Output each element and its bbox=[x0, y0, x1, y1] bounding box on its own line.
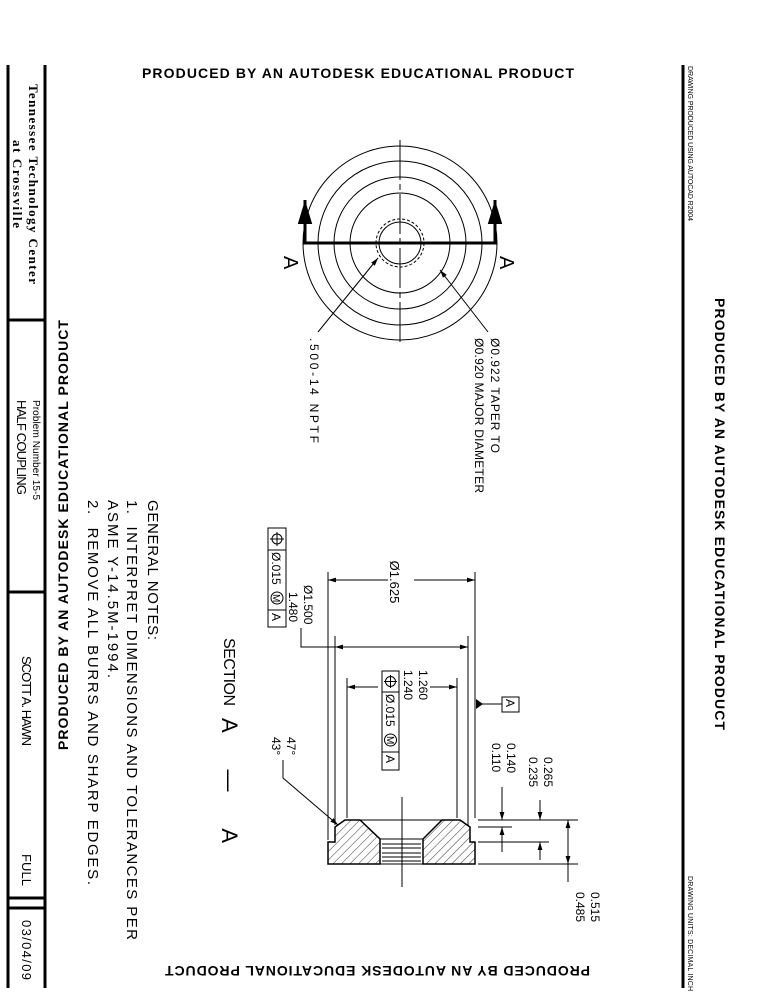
datum-label: A bbox=[503, 699, 517, 707]
dim-bore-upper: 1.260 bbox=[416, 670, 430, 700]
software-note: DRAWING PRODUCED USING AUTOCAD R2004 bbox=[686, 66, 693, 221]
dim-bore-lower: 1.240 bbox=[401, 670, 415, 700]
drawing-date: 03/04/09 bbox=[19, 920, 34, 980]
dim-height-upper: 0.515 bbox=[588, 892, 602, 922]
watermark-right: PRODUCED BY AN AUTODESK EDUCATIONAL PROD… bbox=[712, 298, 728, 730]
section-letters: A — A bbox=[217, 718, 242, 843]
dim-pilot-lower: 1.480 bbox=[286, 592, 300, 622]
thread-callout: .500-14 NPTF bbox=[307, 338, 321, 443]
watermark-bottom: PRODUCED BY AN AUTODESK EDUCATIONAL PROD… bbox=[165, 963, 590, 979]
fcf-datum: A bbox=[383, 755, 397, 763]
fcf-tolerance: Ø.015 bbox=[269, 552, 283, 585]
fcf-tolerance: Ø.015 bbox=[383, 694, 397, 727]
feature-control-frame-bore: Ø.015 M A bbox=[381, 670, 400, 771]
dim-step-lower: 0.110 bbox=[489, 743, 503, 772]
fcf-modifier: M bbox=[270, 594, 281, 602]
watermark-left: PRODUCED BY AN AUTODESK EDUCATIONAL PROD… bbox=[55, 320, 71, 750]
part-name: HALF COUPLING bbox=[14, 400, 29, 495]
note-1-line-2: ASME Y-14.5M-1994. bbox=[104, 500, 121, 678]
sheet-border bbox=[6, 65, 685, 988]
school-name: Tennessee Technology Center bbox=[26, 84, 41, 284]
position-icon bbox=[384, 675, 397, 688]
drawn-by: SCOTT A. HAWN bbox=[19, 656, 34, 746]
taper-note-line2: Ø0.920 MAJOR DIAMETER bbox=[472, 338, 486, 493]
units-note: DRAWING UNITS: DECIMAL INCH bbox=[686, 876, 693, 991]
school-location: at Crossville bbox=[10, 140, 25, 228]
dim-flange-upper: 0.265 bbox=[541, 757, 555, 787]
problem-number: Problem Number 15-5 bbox=[30, 400, 41, 500]
section-label: SECTION bbox=[220, 638, 237, 706]
note-2: 2. REMOVE ALL BURRS AND SHARP EDGES. bbox=[84, 500, 101, 885]
notes-heading: GENERAL NOTES: bbox=[144, 500, 161, 640]
dim-height-lower: 0.485 bbox=[573, 892, 587, 922]
section-letter-left: A bbox=[279, 256, 301, 270]
fcf-modifier: M bbox=[384, 736, 395, 744]
section-letter-right: A bbox=[495, 256, 517, 270]
angle-lower: 43° bbox=[269, 737, 283, 755]
section-view bbox=[282, 572, 578, 887]
note-1-line-1: 1. INTERPRET DIMENSIONS AND TOLERANCES P… bbox=[123, 500, 140, 940]
dim-flange-lower: 0.235 bbox=[526, 757, 540, 787]
dim-od: Ø1.625 bbox=[387, 561, 402, 604]
feature-control-frame-pilot: Ø.015 M A bbox=[267, 527, 287, 628]
angle-upper: 47° bbox=[284, 737, 298, 755]
position-icon bbox=[270, 532, 284, 546]
taper-note-line1: Ø0.922 TAPER TO bbox=[488, 338, 502, 453]
dim-step-upper: 0.140 bbox=[504, 743, 518, 773]
watermark-top: PRODUCED BY AN AUTODESK EDUCATIONAL PROD… bbox=[142, 65, 574, 81]
drawing-scale: FULL bbox=[19, 854, 34, 886]
top-view bbox=[297, 140, 503, 345]
dim-pilot-upper: Ø1.500 bbox=[301, 585, 315, 625]
fcf-datum: A bbox=[269, 613, 283, 621]
